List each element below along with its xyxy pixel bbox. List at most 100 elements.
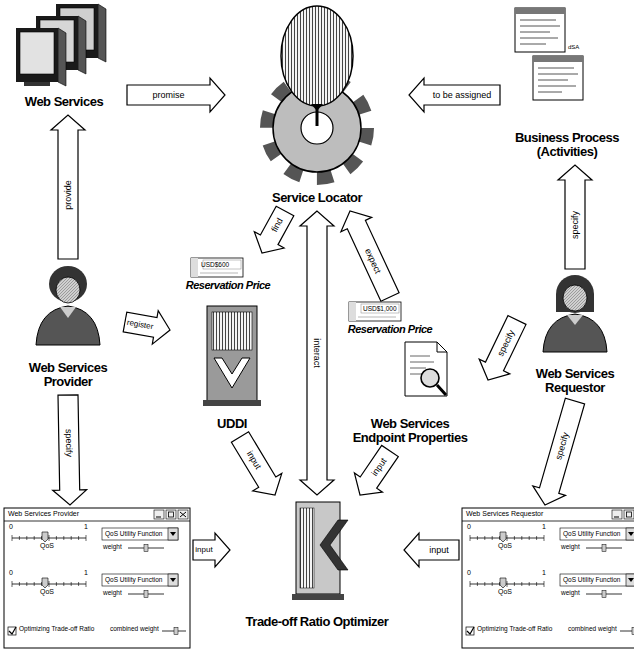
computers-icon [58,28,66,86]
arrow-label: input [244,448,264,472]
arrow-label: specify [64,427,75,457]
uddi-server-icon [203,306,261,406]
documents-icon [533,56,583,100]
panel-text: QoS [498,588,512,596]
panel-text: 0 [9,569,13,577]
block-arrow [558,165,592,269]
document-magnifier-icon [405,342,447,396]
icon-node: Web Services Requestor [520,272,630,398]
arrow-label: promise [151,90,185,100]
uddi-server-icon [212,312,252,350]
block-arrow [51,115,85,259]
arrow-label: find [269,216,286,235]
window-panel: Web Services Requestor01QoSQoS Utility F… [462,508,634,648]
block-arrow [127,78,225,112]
window-panel: Web Services Provider01QoSQoS Utility Fu… [4,508,190,648]
panel-text: QoS [498,542,512,550]
documents-icon [515,8,565,14]
documents-icon [538,68,578,92]
block-arrow [123,311,170,345]
reservation-label: Reservation Price [173,279,283,292]
provider-person-icon [36,306,100,345]
optimizer-server-icon [300,508,314,588]
gear-balloon-icon [311,104,323,111]
panel-text: QoS Utility Function [105,576,162,583]
icon-node: Web Services Endpoint Properties USD$1,00… [335,300,485,448]
optimizer-server-icon [296,502,340,594]
icon-node: Web Services Provider [14,262,122,392]
arrow-label: input [369,455,389,478]
panel-text: 1 [542,523,546,531]
node-label: Business Process (Activities) [505,131,629,159]
provider-person-icon [36,266,100,345]
document-magnifier-icon [437,385,446,395]
panel-text: Optimizing Trade-off Ratio [477,625,552,632]
label-stack: Web Services [4,95,124,109]
node-label: Web Services [4,95,124,109]
panel-text: QoS Utility Function [563,576,620,583]
provider-person-icon [60,307,76,318]
documents-icon [520,20,560,44]
arrow-label: specify [570,209,580,239]
cheque-icon [358,317,396,318]
label-stack: Service Locator [228,191,406,205]
label-stack: Web Services Provider [16,361,120,389]
cheque-icon [361,304,399,313]
document-magnifier-icon [421,369,439,387]
icon-node: Service Locator [228,2,406,208]
panel-text: combined weight [568,625,617,632]
panel-text: 1 [84,569,88,577]
block-arrow [533,398,585,505]
arrow-label: input [194,545,213,555]
cheque-amount: USD$1,000 [363,305,397,312]
computers-icon [20,32,54,74]
block-arrow [341,211,399,301]
reservation-price: USD$1,000Reservation Price [335,300,445,342]
cheque-icon [200,273,238,274]
block-arrow [193,533,230,567]
icon-node: UDDIUSD$600Reservation Price [173,256,291,434]
panel-text: 0 [467,569,471,577]
optimizer-server-icon [292,502,348,600]
label-stack: Web Services Endpoint Properties [349,417,471,445]
computers-icon [78,16,86,74]
computers-icon [98,4,106,62]
arrow-label: specify [553,430,571,462]
optimizer-server-icon [292,594,344,600]
block-arrow [254,206,293,253]
cheque-icon [191,258,243,277]
icon-node: Web Services [4,4,124,112]
label-stack: Business Process (Activities) [505,131,629,159]
panel-text: Web Services Provider [8,510,79,518]
cheque-icon [191,258,243,277]
arrow-label: input [428,545,450,555]
panel-text: QoS Utility Function [105,530,162,537]
block-arrow [404,533,459,567]
document-magnifier-icon [405,342,447,396]
cheque-icon [349,302,401,321]
documents-icon [515,8,583,100]
node-label: Trade-off Ratio Optimizer [233,615,401,629]
cheque-icon [191,258,198,277]
arrow-label: register [125,317,155,332]
uddi-server-icon [207,306,257,402]
arrow-label: to be assigned [432,90,493,100]
documents-icon [515,8,565,52]
requestor-window [462,508,634,648]
cheque-amount: USD$600 [201,261,229,268]
icon-node: Trade-off Ratio Optimizer [233,498,401,632]
block-arrow [354,445,398,495]
arrow-label: provide [63,179,73,211]
computers-icon [16,28,58,82]
panel-text: weight [103,589,122,596]
requestor-person-icon [563,285,587,311]
requestor-person-icon [543,275,607,352]
panel-text: 0 [467,523,471,531]
reservation-label: Reservation Price [335,323,445,336]
provider-person-icon [49,266,87,302]
panel-text: combined weight [110,625,159,632]
panel-text: 1 [542,569,546,577]
provider-person-icon [56,277,80,303]
arrow-label: interact [312,337,322,369]
